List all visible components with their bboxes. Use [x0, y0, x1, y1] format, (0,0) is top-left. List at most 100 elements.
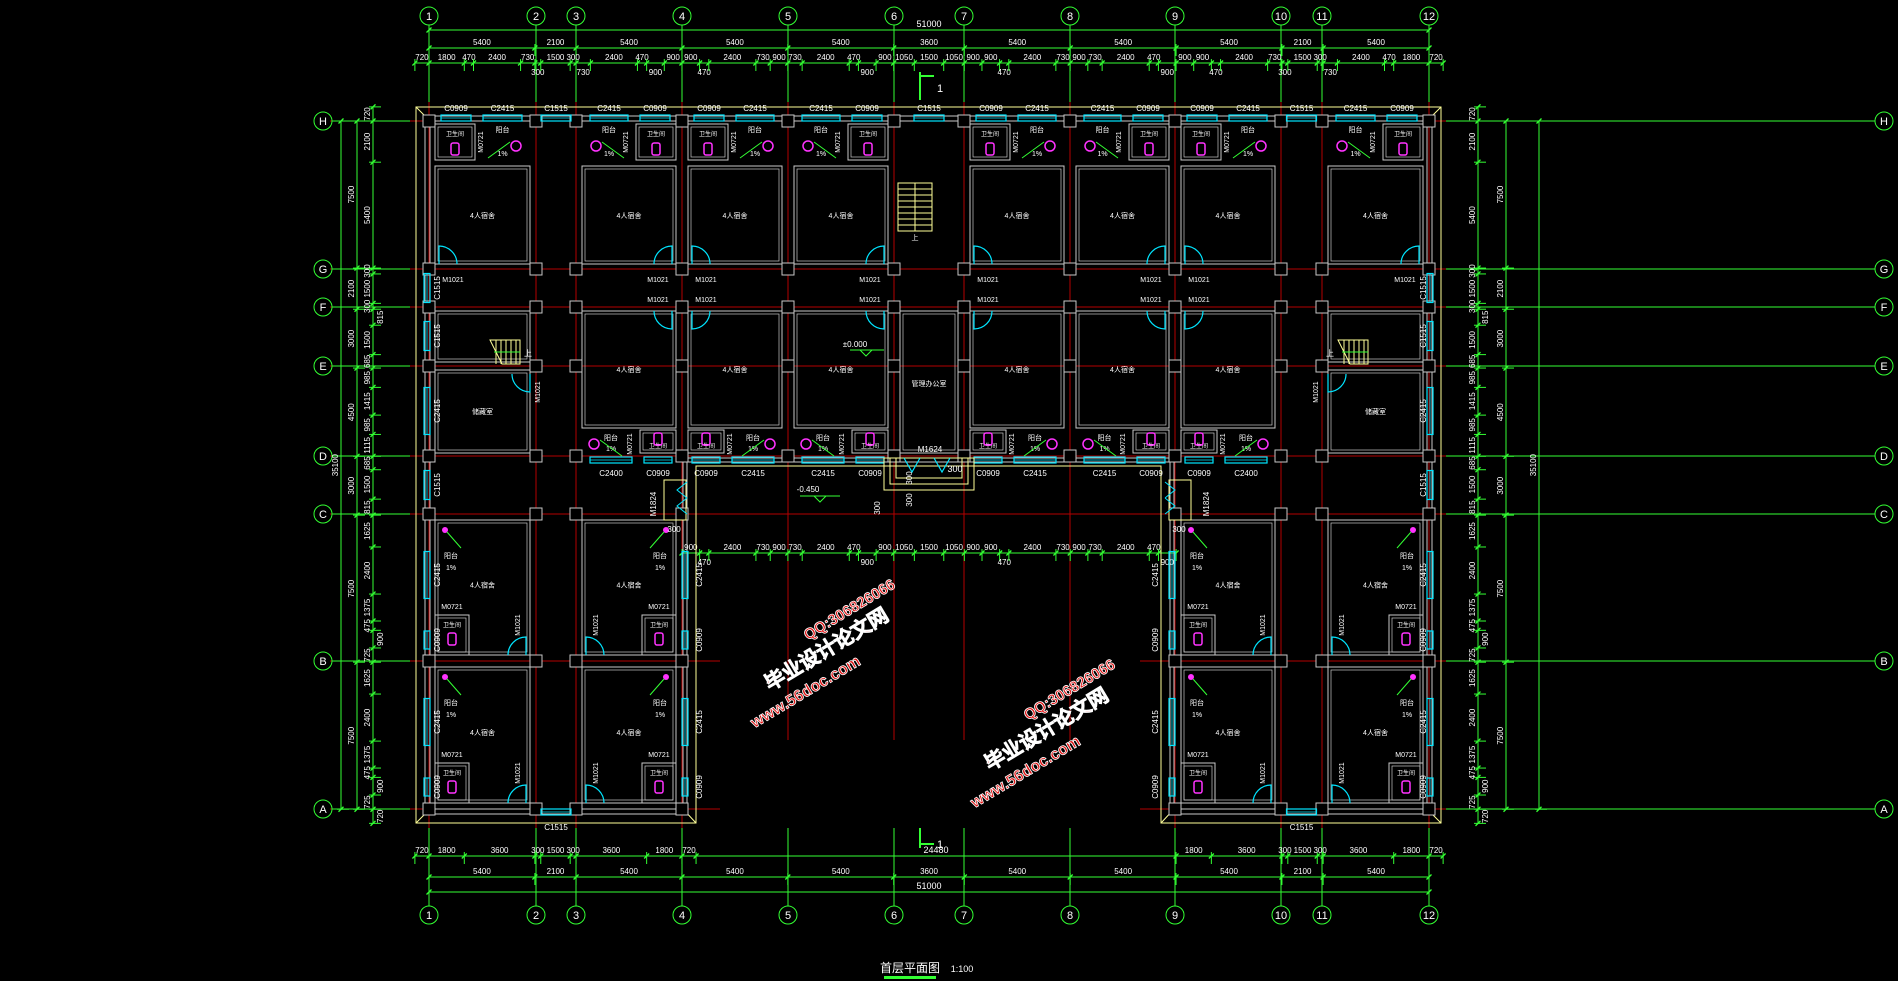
toilet-icon — [654, 632, 664, 646]
door-label: M1021 — [1188, 297, 1210, 304]
side-door-swing — [676, 481, 688, 515]
dimension-text: 900 — [984, 543, 998, 552]
door-label: M1021 — [1313, 381, 1320, 403]
bathroom — [847, 123, 889, 161]
room-label-dorm: 4人宿舍 — [723, 211, 748, 220]
room-label-bath: 卫生间 — [699, 130, 717, 138]
room-label-balcony: 阳台 — [653, 698, 667, 707]
column — [781, 359, 795, 373]
room-label-balcony: 阳台 — [1400, 551, 1414, 560]
door-swing — [865, 245, 885, 265]
room-label-bath: 卫生间 — [1189, 621, 1207, 629]
dimension-text: 2400 — [1468, 561, 1477, 579]
dimension-text: 720 — [363, 107, 372, 121]
dimension-text: 5400 — [1367, 867, 1385, 876]
window-label: C2415 — [695, 710, 704, 734]
column — [1422, 802, 1436, 816]
floor-drain-icon — [800, 438, 812, 450]
dimension-text: 730 — [521, 53, 535, 62]
toilet-icon — [1144, 142, 1154, 156]
axis-label-F: F — [320, 302, 327, 314]
window-label: C2415 — [1236, 104, 1260, 113]
dorm-room — [434, 165, 531, 265]
dimension-text: 7500 — [347, 726, 356, 744]
fixtures — [438, 140, 1420, 804]
slope-label: 1% — [1192, 712, 1202, 719]
dorm-room — [434, 519, 531, 656]
dimension-text: 1115 — [363, 437, 372, 454]
dorm-room-inner-face — [1183, 522, 1273, 653]
dimension-text: 300 — [363, 299, 372, 313]
window-label: C0909 — [643, 104, 667, 113]
column — [1315, 654, 1329, 668]
axis-bubble — [778, 905, 798, 925]
column — [529, 507, 543, 521]
room-label-dorm: 4人宿舍 — [1005, 365, 1030, 374]
window-label: C2415 — [1151, 563, 1160, 587]
dimension-text: 730 — [1088, 543, 1102, 552]
bathroom-inner-face — [644, 765, 674, 801]
door-label: M1021 — [1339, 762, 1346, 784]
door-label: M0721 — [627, 433, 634, 455]
door-label: M0721 — [623, 131, 630, 153]
axis-label-3: 3 — [573, 910, 579, 922]
room-label-balcony: 阳台 — [653, 551, 667, 560]
dimension-text: 1500 — [363, 475, 372, 493]
dimension-text: 730 — [1088, 53, 1102, 62]
column — [1168, 449, 1182, 463]
dimension-text: 300 — [1278, 846, 1292, 855]
window-label: C0909 — [855, 104, 879, 113]
column — [1274, 507, 1288, 521]
dimension-text: 4500 — [347, 403, 356, 421]
door-label: M1021 — [1140, 297, 1162, 304]
bathroom — [434, 762, 470, 804]
axis-label-B: B — [1880, 656, 1887, 668]
slope-arrow — [739, 141, 763, 159]
slope-arrow — [599, 439, 623, 457]
slope-arrow — [1234, 439, 1258, 457]
slope-label: 1% — [1402, 565, 1412, 572]
dimension-text: 725 — [1468, 795, 1477, 809]
toilet-icon — [983, 432, 993, 446]
door-swing — [507, 784, 527, 804]
axis-label-2: 2 — [533, 910, 539, 922]
slope-arrow — [446, 531, 462, 549]
dorm-room — [1180, 519, 1276, 656]
axis-label-8: 8 — [1067, 910, 1073, 922]
axis-bubble — [566, 6, 586, 26]
slope-label: 1% — [1350, 151, 1360, 158]
window-label: C0909 — [1151, 628, 1160, 652]
axis-bubble — [313, 504, 333, 524]
column — [1315, 359, 1329, 373]
dimension-text: 300 — [363, 264, 372, 278]
dorm-room-inner-face — [1078, 168, 1167, 262]
door-label: M0721 — [727, 433, 734, 455]
door-label: M1021 — [515, 762, 522, 784]
dimension-text: 1500 — [1468, 279, 1477, 297]
axis-label-H: H — [1880, 116, 1888, 128]
dimension-text: 2400 — [723, 543, 741, 552]
floor-drain-icon — [764, 438, 776, 450]
column — [957, 300, 971, 314]
dimension-text: 3000 — [1496, 476, 1505, 494]
room-label-dorm: 4人宿舍 — [829, 211, 854, 220]
axis-bubble — [1419, 6, 1439, 26]
door-label: M0721 — [1120, 433, 1127, 455]
door-label: M0721 — [835, 131, 842, 153]
dimension-text: 470 — [698, 558, 712, 567]
dimension-text: 3600 — [1238, 846, 1256, 855]
dimension-text: 900 — [1178, 53, 1192, 62]
dimension-text: 5400 — [1220, 867, 1238, 876]
door-label: M0721 — [1009, 433, 1016, 455]
dimension-text: 1415 — [363, 392, 372, 410]
slope-label: 1% — [1097, 151, 1107, 158]
dimension-text: 2100 — [1468, 132, 1477, 150]
window-label: C0909 — [433, 628, 442, 652]
dorm-room — [1327, 165, 1424, 265]
window-label: C2415 — [741, 469, 765, 478]
toilet-icon — [1398, 142, 1408, 156]
column — [1315, 300, 1329, 314]
